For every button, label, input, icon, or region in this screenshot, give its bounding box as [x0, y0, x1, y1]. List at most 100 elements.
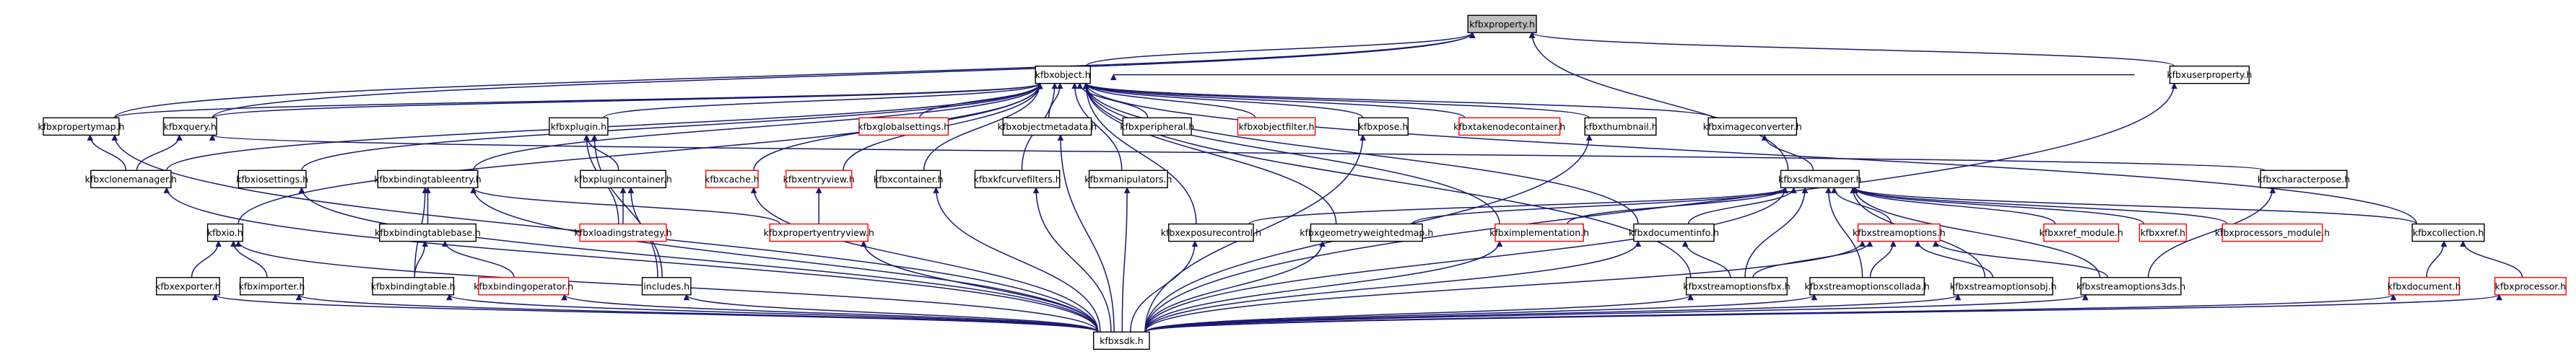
- node-box[interactable]: [372, 277, 455, 296]
- node-box[interactable]: [155, 277, 220, 296]
- node-fbximageconverter[interactable]: kfbximageconverter.h: [1703, 117, 1802, 136]
- node-box[interactable]: [1685, 277, 1788, 296]
- node-fbxproperty[interactable]: kfbxproperty.h: [1467, 14, 1537, 33]
- node-fbxpropertyentryview[interactable]: kfbxpropertyentryview.h: [764, 223, 874, 242]
- node-fbxbindingtablebase[interactable]: kfbxbindingtablebase.h: [375, 223, 481, 242]
- node-fbxcharacterpose[interactable]: kfbxcharacterpose.h: [2258, 169, 2350, 189]
- node-fbxglobalsettings[interactable]: kfbxglobalsettings.h: [858, 117, 949, 136]
- node-box[interactable]: [1809, 277, 1925, 296]
- node-fbxdocument[interactable]: kfbxdocument.h: [2388, 277, 2461, 296]
- node-fbxstreamoptions3ds[interactable]: kfbxstreamoptions3ds.h: [2076, 277, 2185, 296]
- node-fbxio[interactable]: kfbxio.h: [206, 223, 243, 242]
- node-box[interactable]: [2080, 277, 2182, 296]
- node-fbximplementation[interactable]: kfbximplementation.h: [1489, 223, 1589, 242]
- node-box[interactable]: [2169, 65, 2250, 84]
- node-fbxexposurecontrol[interactable]: kfbxexposurecontrol.h: [1161, 223, 1261, 242]
- node-box[interactable]: [1857, 223, 1941, 242]
- node-fbxcollection[interactable]: kfbxcollection.h: [2411, 223, 2485, 242]
- node-box[interactable]: [1237, 117, 1316, 136]
- node-box[interactable]: [1707, 117, 1798, 136]
- node-fbxobjectmetadata[interactable]: kfbxobjectmetadata.h: [998, 117, 1097, 136]
- node-box[interactable]: [769, 223, 869, 242]
- node-box[interactable]: [579, 223, 667, 242]
- node-box[interactable]: [1467, 14, 1537, 33]
- node-box[interactable]: [238, 169, 307, 189]
- node-fbxpose[interactable]: kfbxpose.h: [1357, 117, 1409, 136]
- node-fbxmanipulators[interactable]: kfbxmanipulators.h: [1084, 169, 1172, 189]
- node-fbxiosettings[interactable]: kfbxiosettings.h: [236, 169, 308, 189]
- node-box[interactable]: [377, 169, 479, 189]
- node-fbxuserproperty[interactable]: kfbxuserproperty.h: [2167, 65, 2252, 84]
- node-box[interactable]: [1357, 117, 1409, 136]
- node-box[interactable]: [641, 277, 692, 296]
- node-fbxperipheral[interactable]: kfbxperipheral.h: [1120, 117, 1194, 136]
- node-box[interactable]: [1953, 277, 2053, 296]
- node-fbxthumbnail[interactable]: kfbxthumbnail.h: [1583, 117, 1658, 136]
- node-box[interactable]: [2411, 223, 2485, 242]
- node-box[interactable]: [2043, 223, 2120, 242]
- node-box[interactable]: [478, 277, 570, 296]
- node-box[interactable]: [1088, 169, 1168, 189]
- node-fbxplugincontainer[interactable]: kfbxplugincontainer.h: [574, 169, 672, 189]
- node-box[interactable]: [1494, 223, 1584, 242]
- node-box[interactable]: [1584, 117, 1657, 136]
- node-fbxprocessor[interactable]: kfbxprocessor.h: [2494, 277, 2567, 296]
- node-box[interactable]: [240, 277, 304, 296]
- node-box[interactable]: [162, 117, 217, 136]
- node-fbxstreamoptions[interactable]: kfbxstreamoptions.h: [1853, 223, 1946, 242]
- node-box[interactable]: [2138, 223, 2187, 242]
- node-box[interactable]: [2388, 277, 2460, 296]
- node-fbxquery[interactable]: kfbxquery.h: [162, 117, 217, 136]
- node-fbximporter[interactable]: kfbximporter.h: [238, 277, 305, 296]
- node-box[interactable]: [1168, 223, 1254, 242]
- node-box[interactable]: [206, 223, 243, 242]
- node-box[interactable]: [2222, 223, 2323, 242]
- node-box[interactable]: [1122, 117, 1192, 136]
- node-box[interactable]: [1093, 331, 1150, 351]
- node-box[interactable]: [379, 223, 477, 242]
- node-fbxplugin[interactable]: kfbxplugin.h: [549, 117, 609, 136]
- node-fbxtakenodecontainer[interactable]: kfbxtakenodecontainer.h: [1453, 117, 1565, 136]
- node-box[interactable]: [974, 169, 1061, 189]
- node-includes[interactable]: includes.h: [641, 277, 692, 296]
- node-box[interactable]: [1633, 223, 1715, 242]
- node-fbxxref_module[interactable]: kfbxxref_module.h: [2040, 223, 2123, 242]
- node-fbxgeometryweightedmap[interactable]: kfbxgeometryweightedmap.h: [1300, 223, 1433, 242]
- node-fbxbindingoperator[interactable]: kfbxbindingoperator.h: [474, 277, 573, 296]
- node-fbxentryview[interactable]: kfbxentryview.h: [783, 169, 855, 189]
- node-fbxstreamoptionscollada[interactable]: kfbxstreamoptionscollada.h: [1804, 277, 1930, 296]
- node-fbxbindingtable[interactable]: kfbxbindingtable.h: [371, 277, 456, 296]
- node-box[interactable]: [705, 169, 759, 189]
- node-fbxclonemanager[interactable]: kfbxclonemanager.h: [85, 169, 177, 189]
- node-box[interactable]: [580, 169, 666, 189]
- node-fbxexporter[interactable]: kfbxexporter.h: [155, 277, 221, 296]
- node-fbxloadingstrategy[interactable]: kfbxloadingstrategy.h: [574, 223, 672, 242]
- node-fbxpropertymap[interactable]: kfbxpropertymap.h: [38, 117, 124, 136]
- node-box[interactable]: [549, 117, 609, 136]
- node-box[interactable]: [2494, 277, 2567, 296]
- node-fbxbindingtableentry[interactable]: kfbxbindingtableentry.h: [374, 169, 482, 189]
- node-fbxobjectfilter[interactable]: kfbxobjectfilter.h: [1237, 117, 1316, 136]
- node-fbxobject[interactable]: kfbxobject.h: [1035, 65, 1091, 84]
- node-box[interactable]: [1035, 65, 1091, 84]
- node-box[interactable]: [1002, 117, 1092, 136]
- node-box[interactable]: [90, 169, 172, 189]
- node-fbxxref[interactable]: kfbxxref.h: [2138, 223, 2187, 242]
- node-box[interactable]: [2260, 169, 2348, 189]
- node-box[interactable]: [858, 117, 949, 136]
- node-box[interactable]: [43, 117, 120, 136]
- node-box[interactable]: [1780, 169, 1860, 189]
- node-fbxcache[interactable]: kfbxcache.h: [705, 169, 760, 189]
- node-box[interactable]: [785, 169, 853, 189]
- node-fbxdocumentinfo[interactable]: kfbxdocumentinfo.h: [1629, 223, 1719, 242]
- node-fbxsdk[interactable]: kfbxsdk.h: [1093, 331, 1150, 351]
- node-fbxstreamoptionsfbx[interactable]: kfbxstreamoptionsfbx.h: [1683, 277, 1790, 296]
- node-box[interactable]: [1458, 117, 1561, 136]
- node-box[interactable]: [1310, 223, 1423, 242]
- node-fbxprocessors_module[interactable]: kfbxprocessors_module.h: [2215, 223, 2330, 242]
- node-box[interactable]: [876, 169, 941, 189]
- node-fbxstreamoptionsobj[interactable]: kfbxstreamoptionsobj.h: [1950, 277, 2057, 296]
- node-fbxkfcurvefilters[interactable]: kfbxkfcurvefilters.h: [974, 169, 1061, 189]
- node-fbxsdkmanager[interactable]: kfbxsdkmanager.h: [1778, 169, 1862, 189]
- node-fbxcontainer[interactable]: kfbxcontainer.h: [874, 169, 944, 189]
